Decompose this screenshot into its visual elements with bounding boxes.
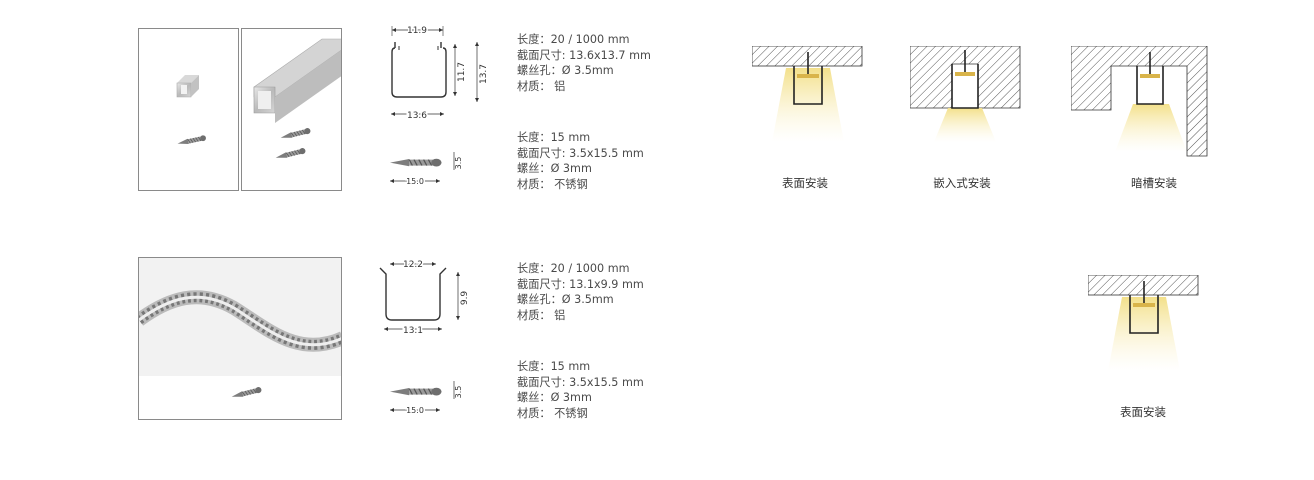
screw-diameter-label: 3.5 bbox=[454, 157, 463, 170]
flex-surface-mount-diagram bbox=[1088, 275, 1199, 371]
long-profile-photo bbox=[253, 38, 341, 162]
flex-profile-specs: 长度：20 / 1000 mm 截面尺寸: 13.1x9.9 mm 螺丝孔：Ø … bbox=[517, 261, 644, 323]
flex-height-label: 9.9 bbox=[460, 291, 470, 306]
screw-length-label: 15.0 bbox=[406, 177, 424, 186]
flex-screw-length-label: 15.0 bbox=[406, 406, 424, 415]
flex-spec-material: 材质： 铝 bbox=[517, 308, 566, 322]
spec-hole: 螺丝孔：Ø 3.5mm bbox=[517, 64, 614, 77]
install-label-recessed: 嵌入式安装 bbox=[933, 176, 991, 190]
flex-base-label: 13.1 bbox=[403, 326, 423, 336]
flex-spec-hole: 螺丝孔：Ø 3.5mm bbox=[517, 293, 614, 306]
flex-screw-spec-section: 截面尺寸: 3.5x15.5 mm bbox=[517, 375, 644, 389]
product-photo-small bbox=[138, 28, 239, 191]
flex-spec-length: 长度：20 / 1000 mm bbox=[517, 262, 630, 275]
spec-length: 长度：20 / 1000 mm bbox=[517, 33, 630, 46]
flex-screw-spec-diameter: 螺丝：Ø 3mm bbox=[517, 391, 592, 404]
screw-spec-section: 截面尺寸: 3.5x15.5 mm bbox=[517, 146, 644, 160]
surface-mount-diagram bbox=[752, 46, 863, 142]
profile-cross-section-drawing: 11.9 11.7 13.7 13.6 bbox=[391, 25, 489, 122]
flex-width-label: 12.2 bbox=[403, 260, 423, 270]
base-dimension-label: 13.6 bbox=[407, 111, 427, 121]
install-label-groove: 暗槽安装 bbox=[1131, 176, 1177, 190]
flex-spec-section: 截面尺寸: 13.1x9.9 mm bbox=[517, 277, 644, 291]
flex-screw-spec-length: 长度：15 mm bbox=[517, 360, 591, 373]
install-label-surface: 表面安装 bbox=[782, 176, 828, 190]
spec-material: 材质： 铝 bbox=[517, 79, 566, 93]
flexible-profile-image bbox=[139, 258, 341, 401]
flex-screw-diameter-label: 3.5 bbox=[454, 386, 463, 399]
flexible-cross-section-drawing: 12.2 9.9 13.1 bbox=[379, 259, 470, 338]
flex-screw-drawing: 3.5 15.0 bbox=[389, 381, 463, 417]
width-dimension-label: 11.9 bbox=[407, 26, 427, 36]
screw-spec-material: 材质： 不锈钢 bbox=[517, 177, 588, 191]
profile-specs: 长度：20 / 1000 mm 截面尺寸: 13.6x13.7 mm 螺丝孔：Ø… bbox=[517, 32, 651, 94]
inner-height-label: 11.7 bbox=[457, 62, 467, 82]
profile-photo bbox=[176, 75, 207, 147]
screw-drawing: 3.5 15.0 bbox=[389, 152, 463, 188]
screw-spec-diameter: 螺丝：Ø 3mm bbox=[517, 162, 592, 175]
flex-screw-spec-material: 材质： 不锈钢 bbox=[517, 406, 588, 420]
screw-specs: 长度：15 mm 截面尺寸: 3.5x15.5 mm 螺丝：Ø 3mm 材质： … bbox=[517, 130, 644, 192]
flex-install-label-surface: 表面安装 bbox=[1120, 405, 1166, 419]
screw-spec-length: 长度：15 mm bbox=[517, 131, 591, 144]
product-photo-long bbox=[241, 28, 342, 191]
spec-section: 截面尺寸: 13.6x13.7 mm bbox=[517, 48, 651, 62]
groove-mount-diagram bbox=[1071, 46, 1208, 157]
recessed-mount-diagram bbox=[910, 46, 1021, 142]
flexible-profile-photo bbox=[138, 257, 342, 420]
outer-height-label: 13.7 bbox=[479, 64, 489, 84]
flex-screw-specs: 长度：15 mm 截面尺寸: 3.5x15.5 mm 螺丝：Ø 3mm 材质： … bbox=[517, 359, 644, 421]
